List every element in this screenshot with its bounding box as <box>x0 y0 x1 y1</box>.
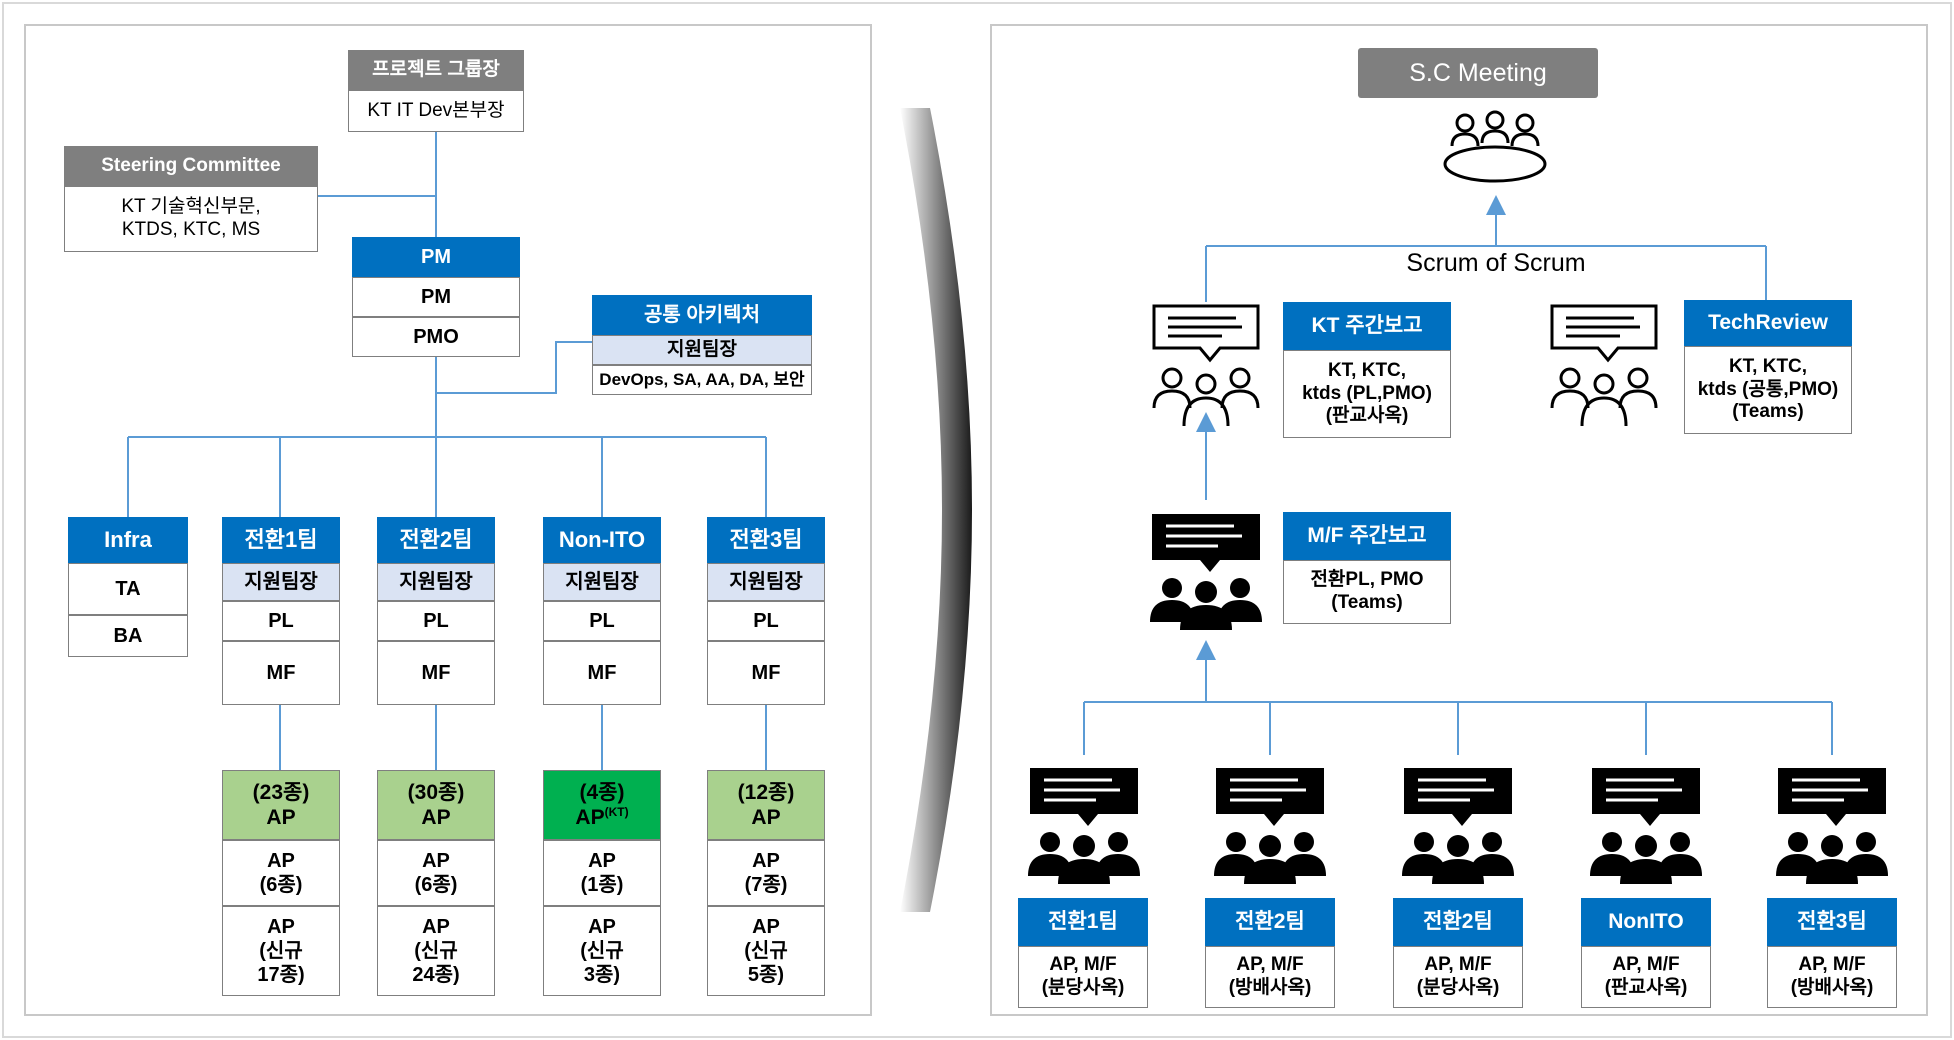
group-head-title: 프로젝트 그룹장 <box>348 50 524 90</box>
meeting-chat-icon <box>1550 304 1658 427</box>
team4-ap-row2: AP (신규 5종) <box>707 906 825 996</box>
team1-sub: 지원팀장 <box>222 563 340 601</box>
team3-ap-label-wrap: AP(KT) <box>575 805 628 830</box>
bottom-team2-value: AP, M/F (방배사옥) <box>1205 946 1335 1008</box>
separator-chevron <box>900 108 972 912</box>
bottom-team5-title: 전환3팀 <box>1767 898 1897 946</box>
team3-ap-label: AP <box>575 806 605 829</box>
team3-pl: PL <box>543 601 661 641</box>
bottom-team1-title: 전환1팀 <box>1018 898 1148 946</box>
bottom-team4-title: NonITO <box>1581 898 1711 946</box>
meeting-chat-icon <box>1150 514 1262 630</box>
meeting-chat-icon <box>1590 768 1702 884</box>
team2-ap-label: AP <box>421 806 451 829</box>
team3-ap-row2: AP (신규 3종) <box>543 906 661 996</box>
mf-weekly-value: 전환PL, PMO (Teams) <box>1283 560 1451 624</box>
team2-ap-row2: AP (신규 24종) <box>377 906 495 996</box>
bottom-team5-value: AP, M/F (방배사옥) <box>1767 946 1897 1008</box>
team4-mf: MF <box>707 641 825 705</box>
arch-title: 공통 아키텍처 <box>592 295 812 335</box>
team1-pl: PL <box>222 601 340 641</box>
mf-weekly-title: M/F 주간보고 <box>1283 512 1451 560</box>
team4-sub: 지원팀장 <box>707 563 825 601</box>
team1-ap-row1: AP (6종) <box>222 840 340 906</box>
team4-ap-row1: AP (7종) <box>707 840 825 906</box>
tech-review-value: KT, KTC, ktds (공통,PMO) (Teams) <box>1684 346 1852 434</box>
team1-ap-main: (23종) AP <box>222 770 340 840</box>
meeting-chat-icon <box>1152 304 1260 427</box>
team1-ap-count: (23종) <box>252 780 310 804</box>
team4-ap-label: AP <box>751 806 781 829</box>
bottom-team1-value: AP, M/F (분당사옥) <box>1018 946 1148 1008</box>
team2-ap-row1: AP (6종) <box>377 840 495 906</box>
steering-title: Steering Committee <box>64 146 318 186</box>
right-panel <box>990 24 1928 1016</box>
team2-sub: 지원팀장 <box>377 563 495 601</box>
infra-ta: TA <box>68 563 188 615</box>
kt-weekly-title: KT 주간보고 <box>1283 302 1451 350</box>
meeting-chat-icon <box>1214 768 1326 884</box>
pm-title: PM <box>352 237 520 277</box>
bottom-team3-value: AP, M/F (분당사옥) <box>1393 946 1523 1008</box>
pm-row: PM <box>352 277 520 317</box>
meeting-chat-icon <box>1028 768 1140 884</box>
team3-mf: MF <box>543 641 661 705</box>
tech-review-title: TechReview <box>1684 300 1852 346</box>
meeting-chat-icon <box>1776 768 1888 884</box>
bottom-team3-title: 전환2팀 <box>1393 898 1523 946</box>
kt-weekly-value: KT, KTC, ktds (PL,PMO) (판교사옥) <box>1283 350 1451 438</box>
bottom-team2-title: 전환2팀 <box>1205 898 1335 946</box>
team2-pl: PL <box>377 601 495 641</box>
meeting-chat-icon <box>1402 768 1514 884</box>
steering-value: KT 기술혁신부문, KTDS, KTC, MS <box>64 186 318 252</box>
arch-value: DevOps, SA, AA, DA, 보안 <box>592 365 812 395</box>
meeting-table-icon <box>1443 110 1547 183</box>
arch-sub: 지원팀장 <box>592 335 812 365</box>
team2-ap-main: (30종) AP <box>377 770 495 840</box>
infra-ba: BA <box>68 615 188 657</box>
team4-ap-count: (12종) <box>737 780 795 804</box>
team1-mf: MF <box>222 641 340 705</box>
team2-ap-count: (30종) <box>407 780 465 804</box>
team3-ap-main: (4종) AP(KT) <box>543 770 661 840</box>
team1-ap-label: AP <box>266 806 296 829</box>
team1-title: 전환1팀 <box>222 517 340 563</box>
sc-meeting-title: S.C Meeting <box>1358 48 1598 98</box>
bottom-team4-value: AP, M/F (판교사옥) <box>1581 946 1711 1008</box>
group-head-value: KT IT Dev본부장 <box>348 90 524 132</box>
team3-sub: 지원팀장 <box>543 563 661 601</box>
pmo-row: PMO <box>352 317 520 357</box>
scrum-label: Scrum of Scrum <box>1406 249 1586 277</box>
team2-mf: MF <box>377 641 495 705</box>
team1-ap-row2: AP (신규 17종) <box>222 906 340 996</box>
team3-title: Non-ITO <box>543 517 661 563</box>
team4-ap-main: (12종) AP <box>707 770 825 840</box>
infra-title: Infra <box>68 517 188 563</box>
team3-ap-count: (4종) <box>579 780 625 804</box>
team3-ap-sup: (KT) <box>604 805 629 819</box>
team3-ap-row1: AP (1종) <box>543 840 661 906</box>
team2-title: 전환2팀 <box>377 517 495 563</box>
team4-title: 전환3팀 <box>707 517 825 563</box>
team4-pl: PL <box>707 601 825 641</box>
